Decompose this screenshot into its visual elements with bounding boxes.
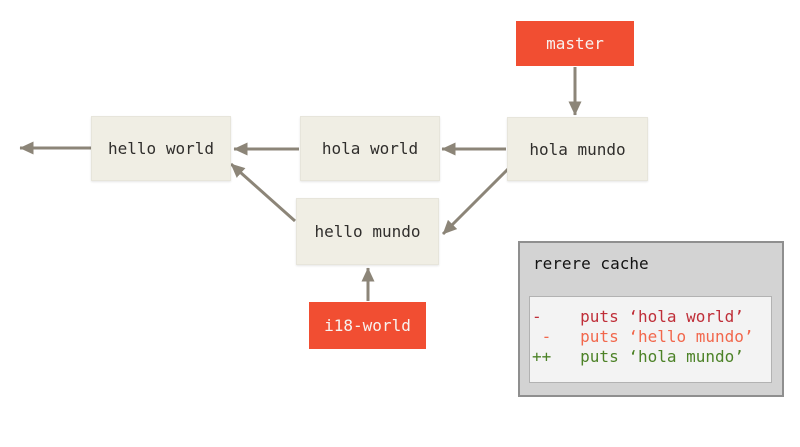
rerere-cache-title: rerere cache <box>533 254 649 273</box>
diff-line-removed-ours: - puts ‘hola world’ <box>532 307 744 326</box>
diff-line-removed-theirs: - puts ‘hello mundo’ <box>532 327 754 346</box>
arrow-hola-mundo-to-hello-mundo <box>441 167 510 236</box>
branch-label-master: master <box>516 21 634 66</box>
diff-line-added: ++ puts ‘hola mundo’ <box>532 347 744 366</box>
rerere-cache-panel: rerere cache - puts ‘hola world’ - puts … <box>518 241 784 397</box>
commit-hola-mundo: hola mundo <box>507 117 648 181</box>
commit-hello-world: hello world <box>91 116 231 181</box>
arrow-hello-mundo-to-hello-world <box>230 162 296 223</box>
branch-label-i18-world: i18-world <box>309 302 426 349</box>
rerere-diff-box: - puts ‘hola world’ - puts ‘hello mundo’… <box>529 296 772 383</box>
commit-hello-mundo: hello mundo <box>296 198 439 265</box>
commit-hola-world: hola world <box>300 116 440 181</box>
